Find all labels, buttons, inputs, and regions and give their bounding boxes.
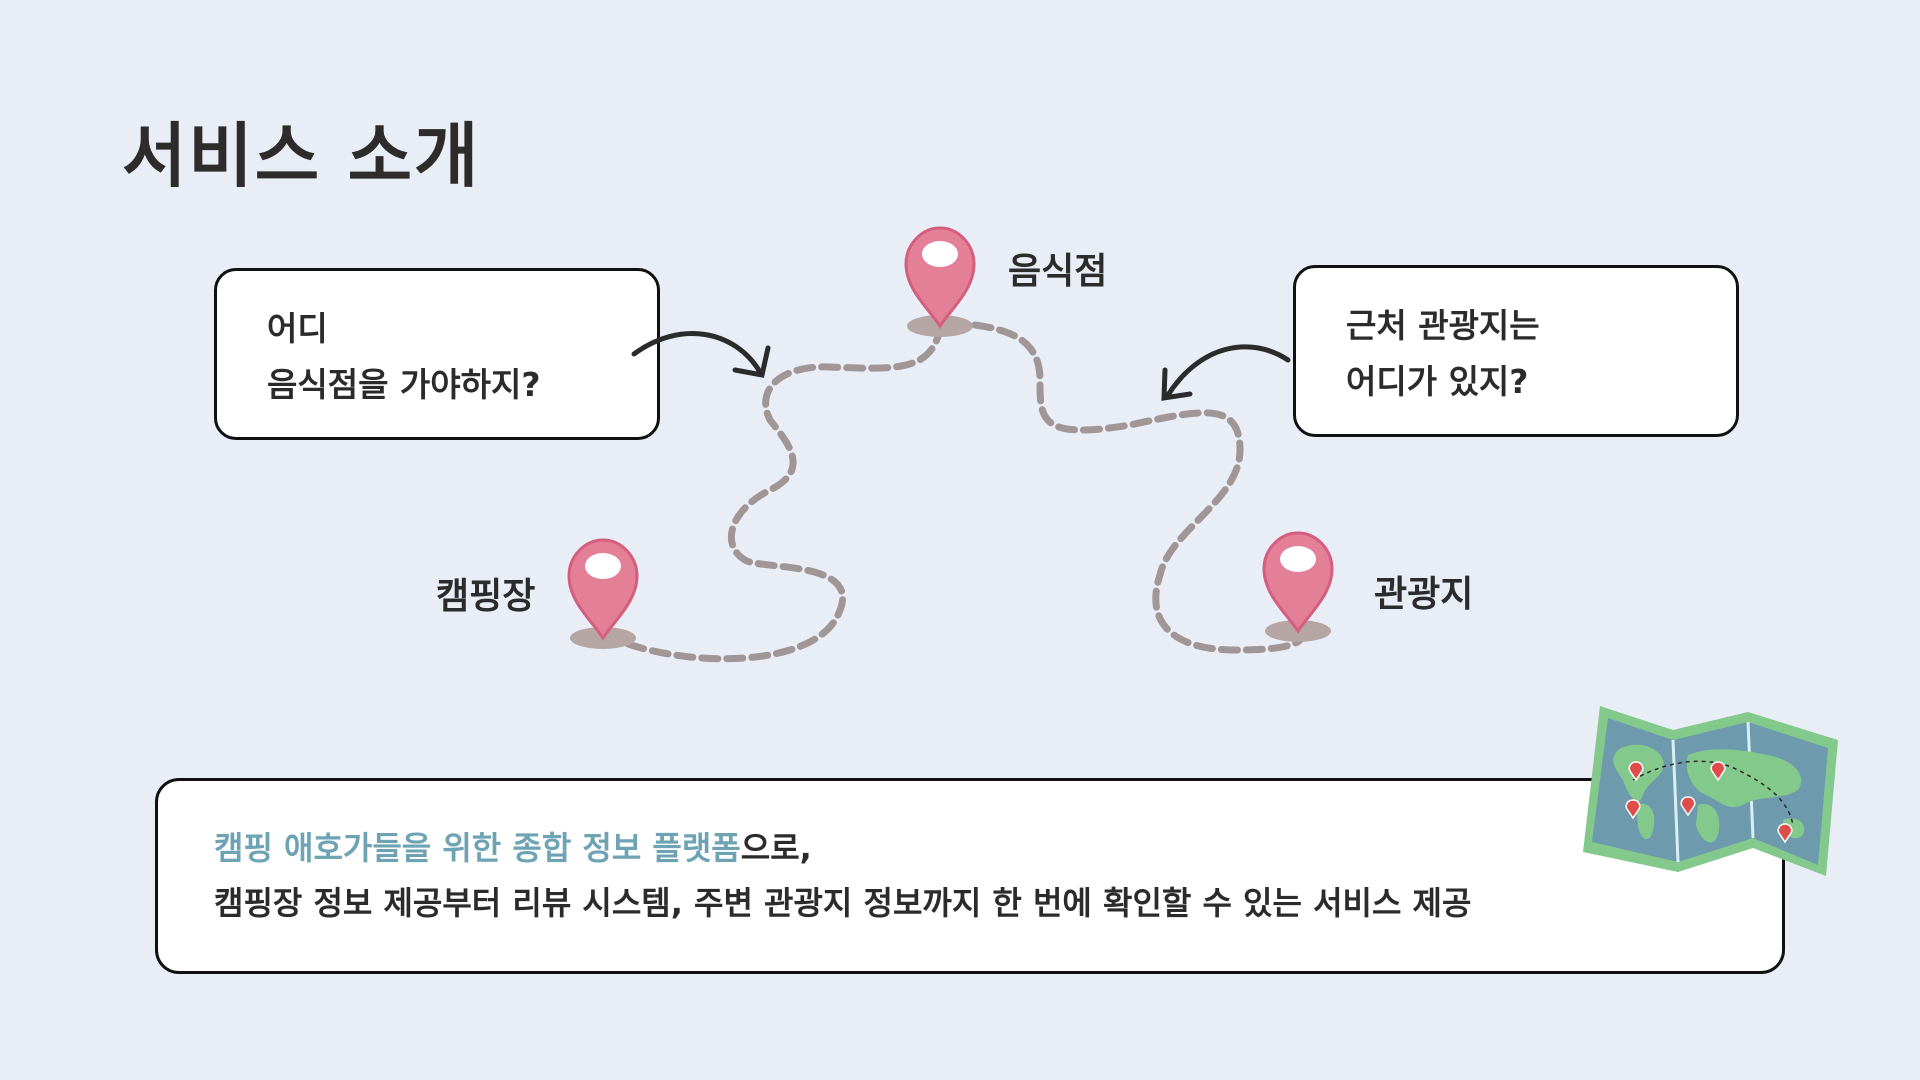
location-pin-icon xyxy=(567,538,639,649)
bubble-right-line2: 어디가 있지? xyxy=(1346,362,1529,401)
curved-arrow-icon xyxy=(1161,344,1291,401)
bubble-right-line1: 근처 관광지는 xyxy=(1346,306,1540,345)
curved-arrow-icon xyxy=(631,331,771,378)
page-title: 서비스 소개 xyxy=(122,115,481,197)
bubble-left-line2: 음식점을 가야하지? xyxy=(267,365,541,404)
route-path-left xyxy=(601,326,944,663)
place-label-attraction: 관광지 xyxy=(1374,574,1474,615)
speech-bubble-restaurant-question: 어디 음식점을 가야하지? xyxy=(214,268,660,440)
info-line1: 캠핑 애호가들을 위한 종합 정보 플랫폼으로, xyxy=(214,821,1726,876)
bubble-left-line1: 어디 xyxy=(267,309,328,348)
route-path-right xyxy=(971,321,1304,654)
place-label-campsite: 캠핑장 xyxy=(436,576,536,617)
info-highlight-suffix: 으로, xyxy=(740,829,812,867)
speech-bubble-attraction-question: 근처 관광지는 어디가 있지? xyxy=(1293,265,1739,437)
location-pin-icon xyxy=(904,226,976,337)
info-highlight: 캠핑 애호가들을 위한 종합 정보 플랫폼 xyxy=(214,829,741,867)
world-map-icon xyxy=(1583,706,1838,876)
place-label-restaurant: 음식점 xyxy=(1008,251,1108,292)
location-pin-icon xyxy=(1262,531,1334,642)
info-line2: 캠핑장 정보 제공부터 리뷰 시스템, 주변 관광지 정보까지 한 번에 확인할… xyxy=(214,884,1472,922)
service-description-box: 캠핑 애호가들을 위한 종합 정보 플랫폼으로, 캠핑장 정보 제공부터 리뷰 … xyxy=(155,778,1785,974)
